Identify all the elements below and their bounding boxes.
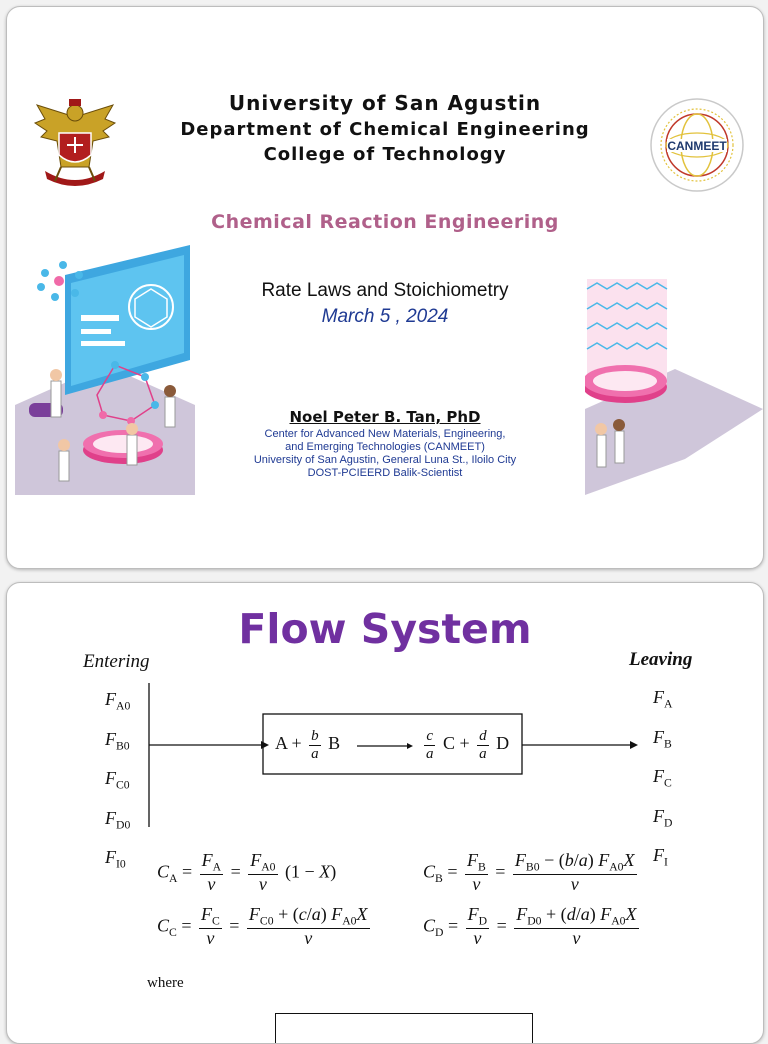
flow-FI: FI (653, 845, 668, 869)
flow-FA0: FA0 (105, 689, 131, 713)
flow-FB0: FB0 (105, 728, 130, 753)
topic-title: Rate Laws and Stoichiometry (261, 280, 509, 301)
reactor-box (262, 713, 523, 775)
definition-box (275, 1013, 533, 1043)
leaving-label: Leaving (629, 649, 693, 670)
affiliation-line: Center for Advanced New Materials, Engin… (264, 428, 506, 440)
flow-FC0: FC0 (105, 768, 130, 792)
affiliation-line: and Emerging Technologies (CANMEET) (285, 441, 485, 453)
course-title: Chemical Reaction Engineering (211, 211, 559, 233)
flow-FD: FD (653, 805, 673, 830)
title-slide: CANMEET University of San Agustin Depart… (6, 6, 764, 569)
slide-title: Flow System (238, 605, 532, 653)
flow-FB: FB (653, 726, 672, 751)
flow-FD0: FD0 (105, 807, 131, 832)
affiliation-line: DOST-PCIEERD Balik-Scientist (307, 467, 463, 479)
presentation-date: March 5 , 2024 (321, 306, 449, 327)
author-affiliation: Center for Advanced New Materials, Engin… (7, 428, 763, 480)
flow-diagram-lines (148, 683, 638, 827)
entering-label: Entering (83, 651, 150, 672)
flow-FA: FA (653, 687, 673, 711)
science-illustration-right (585, 279, 763, 495)
science-illustration-left (15, 245, 195, 495)
where-label: where (147, 975, 184, 991)
canmeet-logo-label: CANMEET (667, 139, 727, 153)
university-seal-logo (33, 99, 117, 186)
university-name: University of San Agustin (228, 91, 542, 115)
leaving-flow-list: FA FB FC FD FI (653, 681, 672, 879)
college-name: College of Technology (263, 144, 507, 165)
flow-FC: FC (653, 766, 672, 790)
affiliation-line: University of San Agustin, General Luna … (253, 454, 517, 466)
flow-system-slide: Flow System Entering Leaving FA0 FB0 FC0… (6, 582, 764, 1044)
flow-FI0: FI0 (105, 847, 126, 871)
entering-flow-list: FA0 FB0 FC0 FD0 FI0 (105, 683, 130, 881)
department-name: Department of Chemical Engineering (180, 119, 590, 140)
author-name: Noel Peter B. Tan, PhD (289, 408, 481, 426)
canmeet-logo (650, 98, 744, 192)
